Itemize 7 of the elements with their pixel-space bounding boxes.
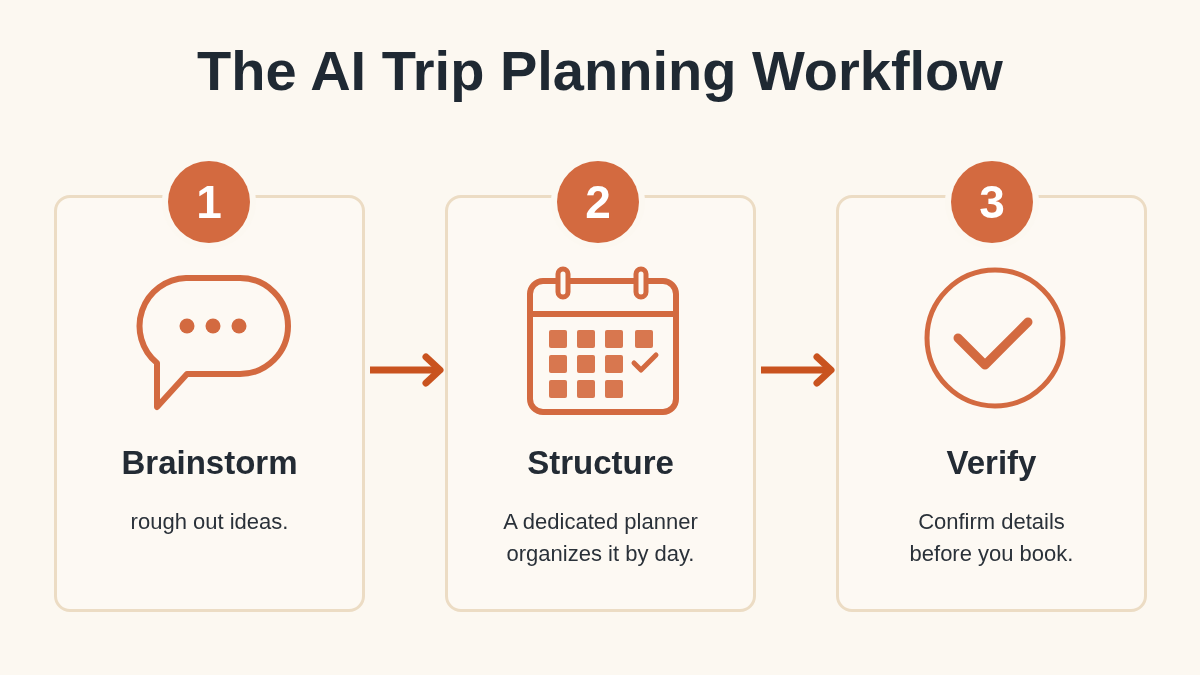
step-description: rough out ideas.: [129, 508, 290, 536]
step-title: Verify: [945, 443, 1038, 483]
step-title: Brainstorm: [120, 443, 299, 483]
diagram-title: The AI Trip Planning Workflow: [196, 38, 1004, 104]
step-description: A dedicated planner organizes it by day.: [502, 508, 699, 568]
step-title: Structure: [526, 443, 675, 483]
step-description: Confirm details before you book.: [908, 508, 1075, 568]
